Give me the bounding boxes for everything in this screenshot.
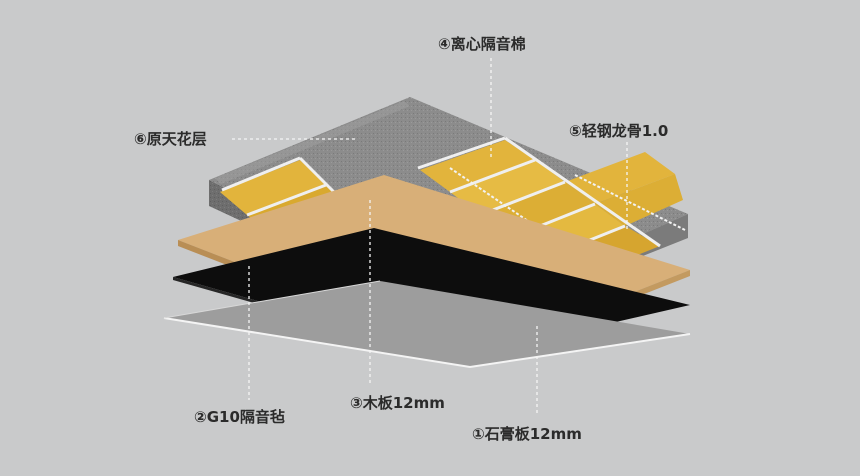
label-original-ceiling: ⑥原天花层	[134, 130, 207, 148]
label-steel-keel: ⑤轻钢龙骨1.0	[569, 122, 669, 140]
label-insulation-cotton: ④离心隔音棉	[438, 35, 526, 53]
label-gypsum-board: ①石膏板12mm	[472, 425, 582, 443]
label-wood-board: ③木板12mm	[350, 394, 445, 412]
gypsum-board	[163, 280, 691, 369]
label-felt: ②G10隔音毡	[194, 408, 285, 426]
